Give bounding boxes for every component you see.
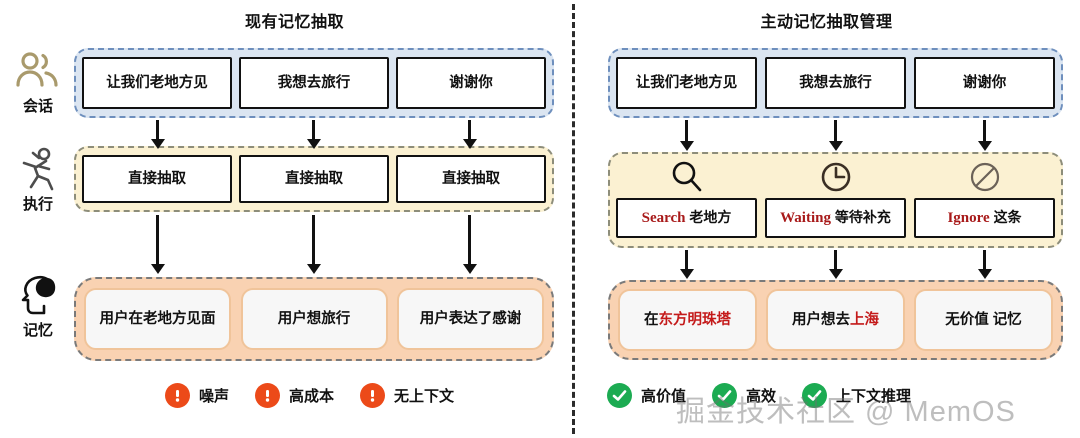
warning-icon [255, 383, 281, 408]
execution-card[interactable]: 直接抽取 [239, 155, 389, 203]
action-keyword: Waiting [780, 209, 831, 226]
action-card-ignore[interactable]: Ignore 这条 [914, 198, 1055, 238]
memory-card[interactable]: 在 东方明珠塔 [618, 289, 757, 351]
flow-arrow [828, 120, 843, 151]
panel-divider [572, 4, 575, 434]
chip-no-context: 无上下文 [360, 383, 454, 408]
right-conversation-cards: 让我们老地方见 我想去旅行 谢谢你 [616, 57, 1055, 109]
right-chips: 高价值 高效 上下文推理 [607, 383, 937, 408]
action-text: 这条 [993, 209, 1022, 226]
right-action-icons [616, 156, 1055, 198]
right-panel-title: 主动记忆抽取管理 [760, 14, 893, 31]
runner-icon [8, 146, 68, 192]
left-execution-cards: 直接抽取 直接抽取 直接抽取 [82, 155, 546, 203]
flow-arrow [828, 250, 843, 279]
flow-arrow [306, 215, 321, 274]
execution-card[interactable]: 直接抽取 [396, 155, 546, 203]
action-text: 老地方 [689, 209, 732, 226]
memory-highlight: 东方明珠塔 [658, 311, 732, 328]
memory-card[interactable]: 用户想去 上海 [766, 289, 905, 351]
chip-label: 高成本 [289, 388, 335, 405]
warning-icon [165, 383, 190, 408]
check-icon [712, 383, 738, 408]
action-card-search[interactable]: Search 老地方 [616, 198, 757, 238]
conversation-card[interactable]: 谢谢你 [914, 57, 1055, 109]
left-panel: 现有记忆抽取 会话 执行 [8, 14, 554, 408]
memory-card[interactable]: 用户在老地方见面 [84, 288, 231, 350]
flow-arrow [977, 250, 992, 279]
execution-card[interactable]: 直接抽取 [82, 155, 232, 203]
flow-arrow [679, 250, 694, 279]
right-memory-cards: 在 东方明珠塔 用户想去 上海 无价值 记忆 [618, 289, 1053, 351]
action-keyword: Search [641, 209, 686, 226]
memory-highlight: 上海 [850, 311, 879, 328]
memory-prefix: 无价值 记忆 [945, 311, 1022, 328]
left-conversation-cards: 让我们老地方见 我想去旅行 谢谢你 [82, 57, 546, 109]
clock-icon [765, 156, 906, 198]
conversation-card[interactable]: 让我们老地方见 [616, 57, 757, 109]
chip-label: 噪声 [199, 388, 230, 405]
chip-context-reasoning: 上下文推理 [802, 383, 911, 408]
conversation-card[interactable]: 我想去旅行 [765, 57, 906, 109]
memory-prefix: 用户想去 [792, 311, 850, 328]
memory-card[interactable]: 用户想旅行 [240, 288, 388, 350]
left-memory-cards: 用户在老地方见面 用户想旅行 用户表达了感谢 [84, 288, 544, 350]
flow-arrow [150, 215, 165, 274]
left-chips: 噪声 高成本 无上下文 [165, 383, 480, 408]
conversation-card[interactable]: 谢谢你 [396, 57, 546, 109]
chip-efficient: 高效 [712, 383, 776, 408]
chip-label: 上下文推理 [836, 388, 912, 405]
ignore-icon [914, 156, 1055, 198]
memory-prefix: 在 [644, 311, 659, 328]
memory-card[interactable]: 无价值 记忆 [914, 289, 1053, 351]
flow-arrow [150, 120, 165, 149]
action-card-waiting[interactable]: Waiting 等待补充 [765, 198, 906, 238]
action-keyword: Ignore [947, 209, 990, 226]
rail-label-conversation: 会话 [22, 98, 53, 115]
chip-high-value: 高价值 [607, 383, 686, 408]
flow-arrow [679, 120, 694, 151]
warning-icon [360, 383, 386, 408]
search-icon [616, 156, 757, 198]
check-icon [802, 383, 828, 408]
chip-label: 高价值 [641, 388, 687, 405]
chip-label: 无上下文 [394, 388, 455, 405]
action-text: 等待补充 [834, 209, 891, 226]
rail-item-memory: 记忆 [8, 272, 68, 340]
brain-head-icon [8, 272, 68, 318]
flow-arrow [462, 120, 477, 149]
right-action-cards: Search 老地方 Waiting 等待补充 Ignore 这条 [616, 198, 1055, 238]
rail-item-execution: 执行 [8, 146, 68, 214]
rail-item-conversation: 会话 [8, 48, 68, 116]
chip-noise: 噪声 [165, 383, 229, 408]
flow-arrow [977, 120, 992, 151]
people-icon [8, 48, 68, 94]
conversation-card[interactable]: 我想去旅行 [239, 57, 389, 109]
rail-label-execution: 执行 [22, 196, 53, 213]
memory-card[interactable]: 用户表达了感谢 [397, 288, 544, 350]
chip-high-cost: 高成本 [255, 383, 334, 408]
flow-arrow [462, 215, 477, 274]
check-icon [607, 383, 632, 408]
flow-arrow [306, 120, 321, 149]
chip-label: 高效 [746, 388, 777, 405]
left-panel-title: 现有记忆抽取 [244, 14, 344, 31]
conversation-card[interactable]: 让我们老地方见 [82, 57, 232, 109]
rail-label-memory: 记忆 [22, 322, 53, 339]
